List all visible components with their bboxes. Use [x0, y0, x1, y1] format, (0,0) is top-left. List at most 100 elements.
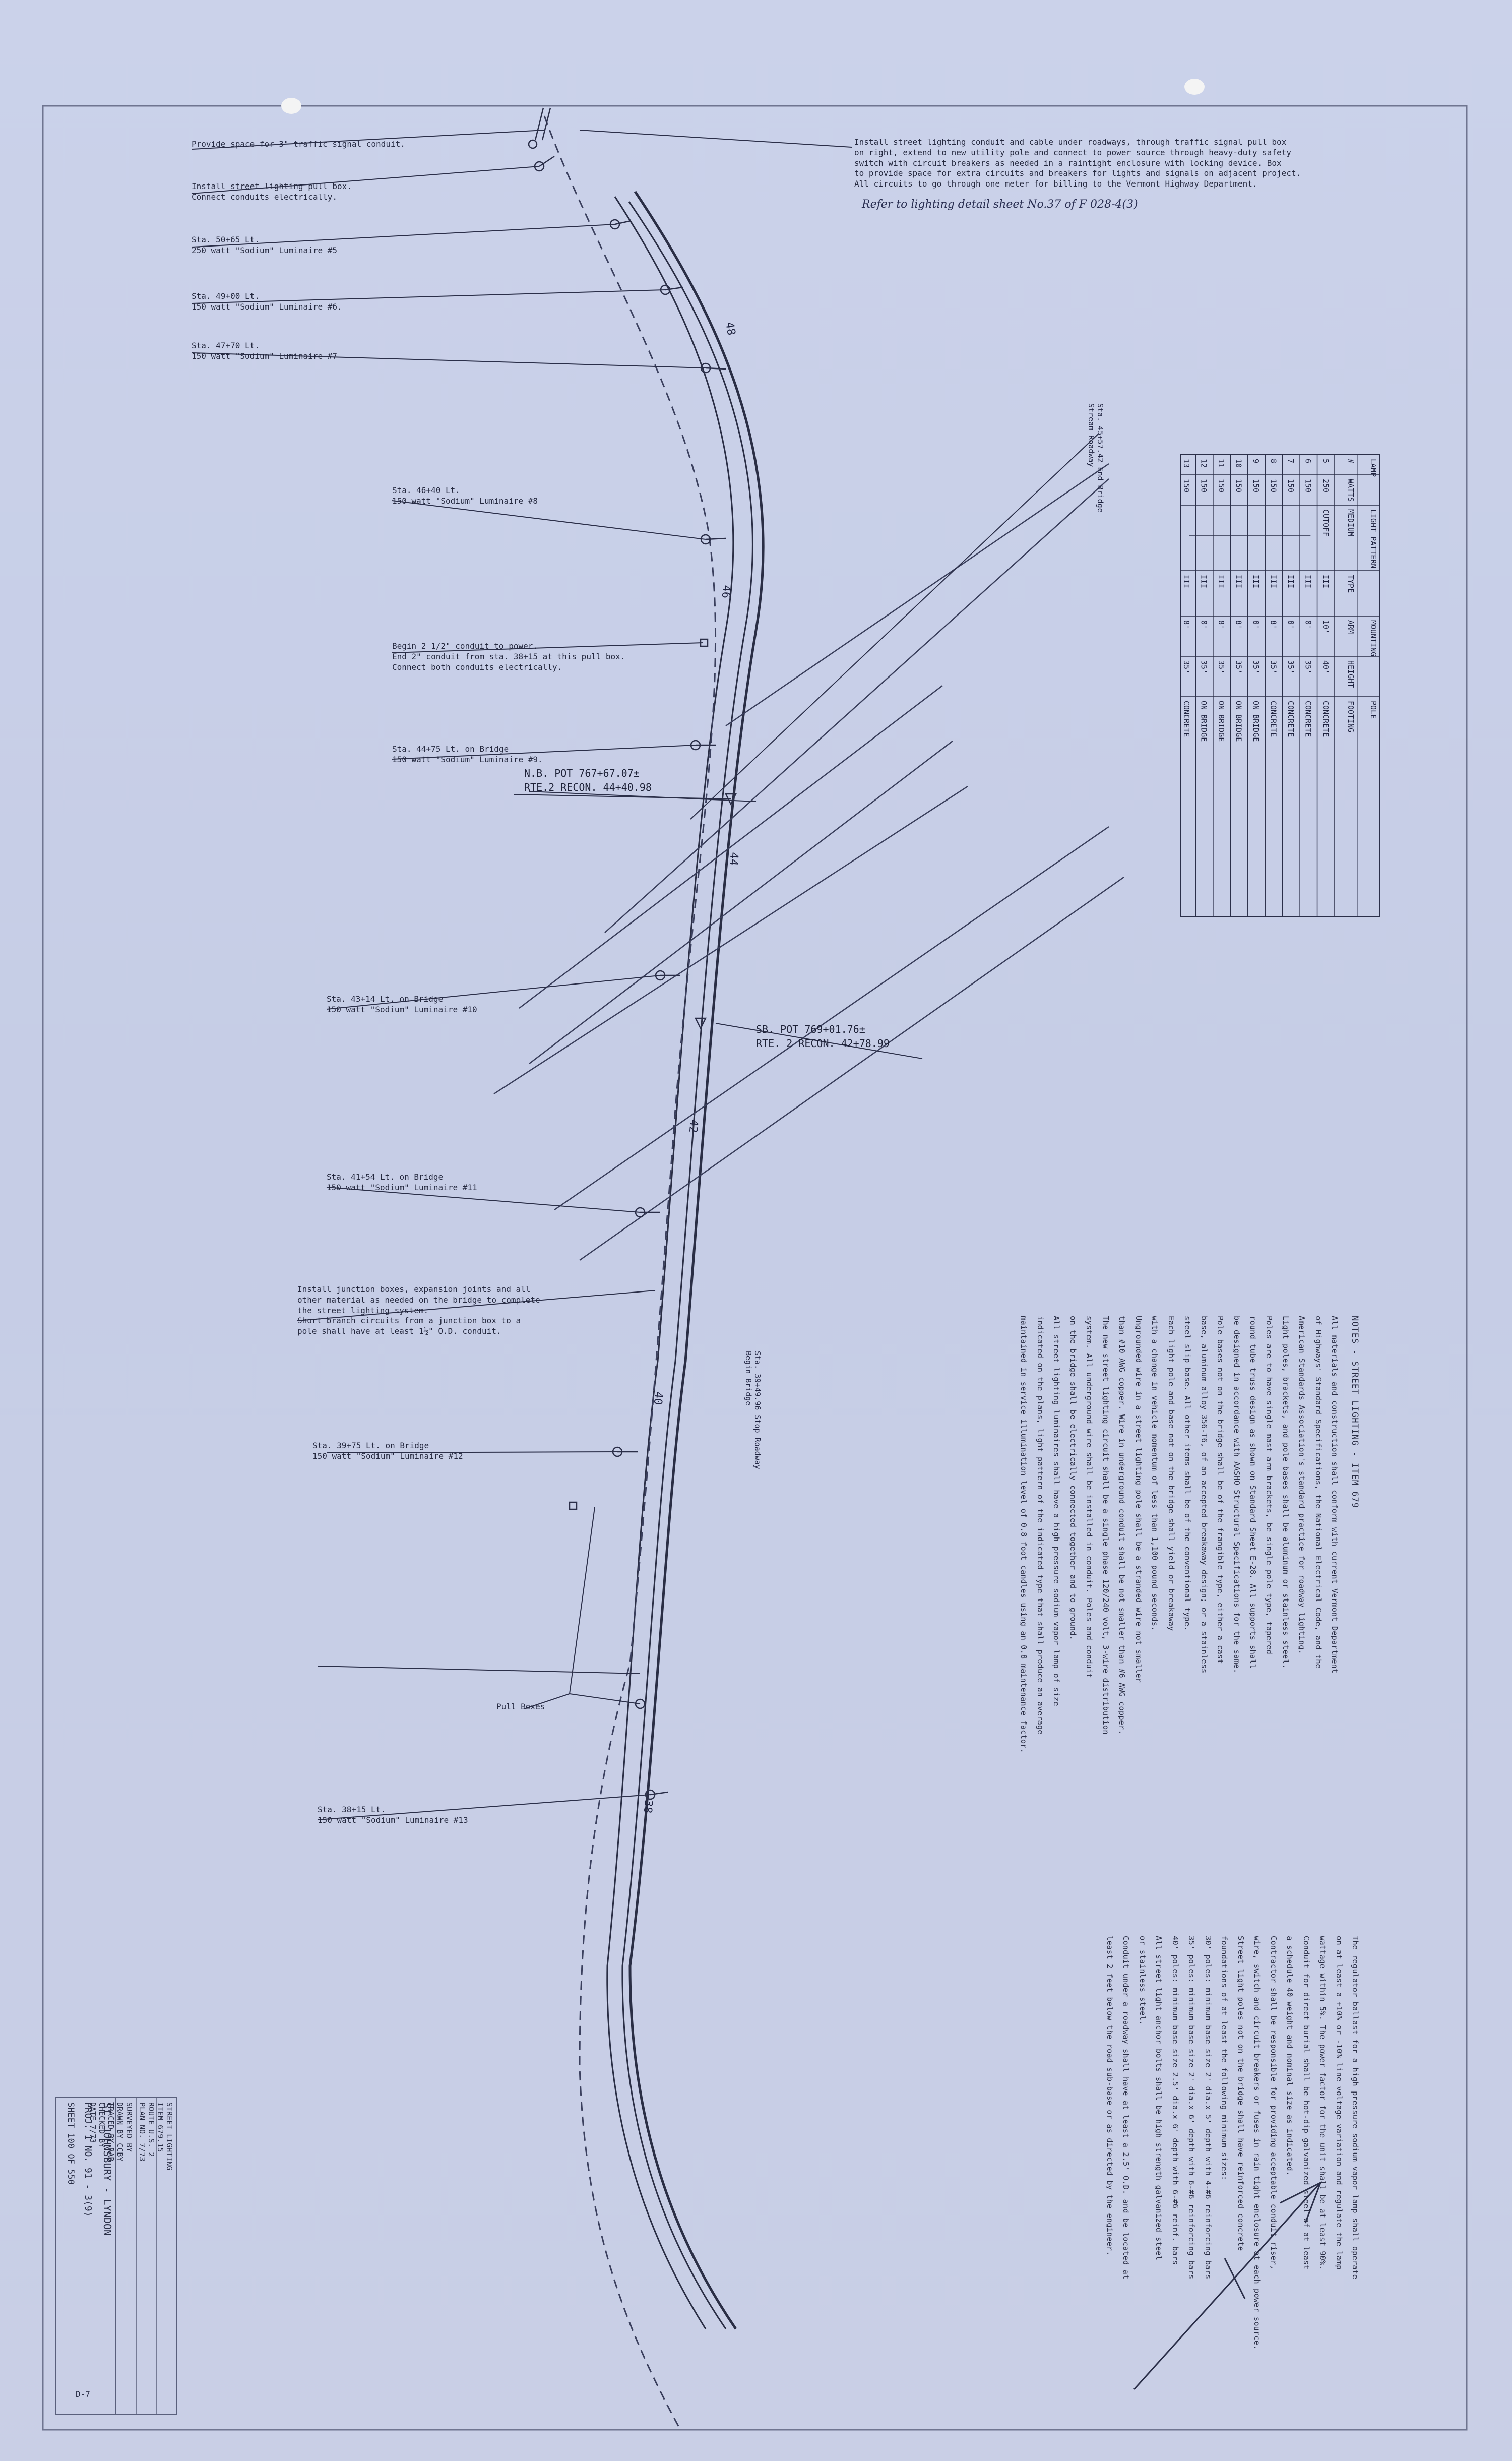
end-bridge-label: Sta. 45+57.42 End Bridge — [1096, 403, 1105, 513]
junction-box-note: Install junction boxes, expansion joints… — [297, 1284, 540, 1336]
table-cell: III — [1182, 575, 1191, 588]
note-line: The regulator ballast for a high pressur… — [1351, 1936, 1360, 2280]
tb-item: ITEM 679.15 — [156, 2102, 165, 2152]
table-cell: 9 — [1251, 459, 1261, 463]
station-40: 40 — [651, 1391, 665, 1405]
sheet-border — [42, 105, 1468, 2431]
station-44: 44 — [727, 851, 740, 866]
pull-box — [569, 1501, 578, 1510]
conduit-power-note: Begin 2 1/2" conduit to power.End 2" con… — [392, 641, 625, 672]
table-cell: 8' — [1182, 620, 1191, 629]
table-cell: ON BRIDGE — [1234, 701, 1243, 742]
luminaire-7-label: Sta. 47+70 Lt.150 watt "Sodium" Luminair… — [192, 341, 337, 361]
table-cell: CONCRETE — [1286, 701, 1295, 737]
tb-drawn: DRAWN BY CCBY — [115, 2102, 124, 2162]
note-line: Street light poles not on the bridge sha… — [1236, 1936, 1245, 2251]
note-line: with a change in vehicle momentum of les… — [1150, 1316, 1160, 1631]
table-subheader: # — [1346, 459, 1355, 463]
table-cell: 35' — [1200, 660, 1209, 674]
note-line: on at least a +10% or -10% line voltage … — [1334, 1936, 1344, 2270]
note-line: be designed in accordance with AASHO Str… — [1232, 1316, 1241, 1674]
note-line: system. All underground wire shall be in… — [1085, 1316, 1094, 1678]
note-line: least 2 feet below the road sub-base or … — [1105, 1936, 1114, 2256]
table-header-lamp: LAMP — [1369, 459, 1378, 477]
pull-box — [700, 638, 709, 647]
table-cell: III — [1321, 575, 1330, 588]
table-cell: 40' — [1321, 660, 1330, 674]
table-header-light-pattern: LIGHT PATTERN — [1369, 509, 1378, 568]
binder-hole — [1184, 79, 1205, 95]
end-bridge-sub: Stream Roadway — [1087, 403, 1096, 467]
alignment-pot-marker — [694, 1017, 707, 1030]
table-cell: III — [1217, 575, 1226, 588]
note-line: 30' poles: minimum base size 2' dia.x 5'… — [1203, 1936, 1213, 2280]
luminaire-6-label: Sta. 49+00 Lt.150 watt "Sodium" Luminair… — [192, 291, 342, 312]
table-cell: III — [1251, 575, 1261, 588]
road-edge-outer — [628, 191, 765, 2330]
table-cell: 10' — [1321, 620, 1330, 634]
luminaire-7 — [660, 284, 671, 295]
begin-bridge-label: Sta. 39+49.96 Stop Roadway — [753, 1351, 762, 1469]
table-cell: 8 — [1269, 459, 1278, 463]
note-line: on the bridge shall be electrically conn… — [1068, 1316, 1078, 1640]
table-subheader: HEIGHT — [1346, 660, 1355, 688]
tb-project-number: PROJ. I NO. 91 - 3(9) — [83, 2102, 93, 2217]
note-line: or stainless steel. — [1138, 1936, 1147, 2025]
tb-street-lighting: STREET LIGHTING — [165, 2102, 174, 2171]
table-cell: 5 — [1321, 459, 1330, 463]
table-cell: ON BRIDGE — [1200, 701, 1209, 742]
note-line: wattage within 5%. The power factor for … — [1318, 1936, 1328, 2270]
station-38: 38 — [641, 1799, 655, 1814]
table-cell: 8' — [1251, 620, 1261, 629]
table-cell: 150 — [1286, 479, 1295, 493]
binder-hole — [281, 98, 301, 114]
table-header-pole: POLE — [1369, 701, 1378, 719]
note-line: Conduit for direct burial shall be hot-d… — [1301, 1936, 1311, 2270]
table-subheader: TYPE — [1346, 575, 1355, 593]
note-line: Ungrounded wire in a street lighting pol… — [1133, 1316, 1143, 1683]
table-cell: 35' — [1303, 660, 1312, 674]
bridge-skew-lines — [493, 463, 1124, 1261]
sb-pot-label: SB. POT 769+01.76± — [756, 1023, 865, 1035]
note-line: 35' poles: minimum base size 2' dia.x 6'… — [1187, 1936, 1196, 2280]
table-cell: CONCRETE — [1303, 701, 1312, 737]
table-cell: 150 — [1303, 479, 1312, 493]
street-lighting-notes: NOTES - STREET LIGHTING - ITEM 679 All m… — [1013, 1316, 1361, 1753]
table-cell: 10 — [1234, 459, 1243, 468]
table-cell: 8' — [1303, 620, 1312, 629]
table-subheader: WATTS — [1346, 479, 1355, 502]
note-line: Light poles, brackets, and pole bases sh… — [1281, 1316, 1290, 1669]
table-cell: 7 — [1286, 459, 1295, 463]
table-cell: III — [1269, 575, 1278, 588]
note-line: Each light pole and base not on the brid… — [1166, 1316, 1176, 1631]
table-header-mounting: MOUNTING — [1369, 620, 1378, 656]
title-block-left: STREET LIGHTING ITEM 679.15 ROUTE U.S. 2… — [138, 2102, 174, 2170]
north-arrow — [1133, 2181, 1322, 2390]
table-cell: 150 — [1200, 479, 1209, 493]
note-line: Conduit under a roadway shall have at le… — [1121, 1936, 1131, 2280]
table-cell: 8' — [1286, 620, 1295, 629]
table-subheader: FOOTING — [1346, 701, 1355, 732]
table-cell: 13 — [1182, 459, 1191, 468]
note-line: steel slip base. All other items shall b… — [1183, 1316, 1192, 1631]
notes-paragraphs: All materials and construction shall con… — [1018, 1316, 1340, 1753]
table-cell: III — [1286, 575, 1295, 588]
table-cell: 12 — [1200, 459, 1209, 468]
road-centerline — [621, 201, 753, 2329]
table-cell: 35' — [1234, 660, 1243, 674]
table-subheader: MEDIUM — [1346, 509, 1355, 536]
street-lighting-notes-2: The regulator ballast for a high pressur… — [1099, 1936, 1361, 2350]
luminaire-13-label: Sta. 38+15 Lt.150 watt "Sodium" Luminair… — [318, 1805, 468, 1825]
table-cell: ON BRIDGE — [1251, 701, 1261, 742]
road-edge-inner — [606, 196, 734, 2329]
conduit-line — [543, 115, 717, 2430]
tb-surveyed: SURVEYED BY — [124, 2102, 134, 2152]
tb-project-name: ST. JOHNSBURY - LYNDON — [101, 2102, 113, 2236]
note-line: a schedule 40 weight and nominal size as… — [1285, 1936, 1295, 2176]
